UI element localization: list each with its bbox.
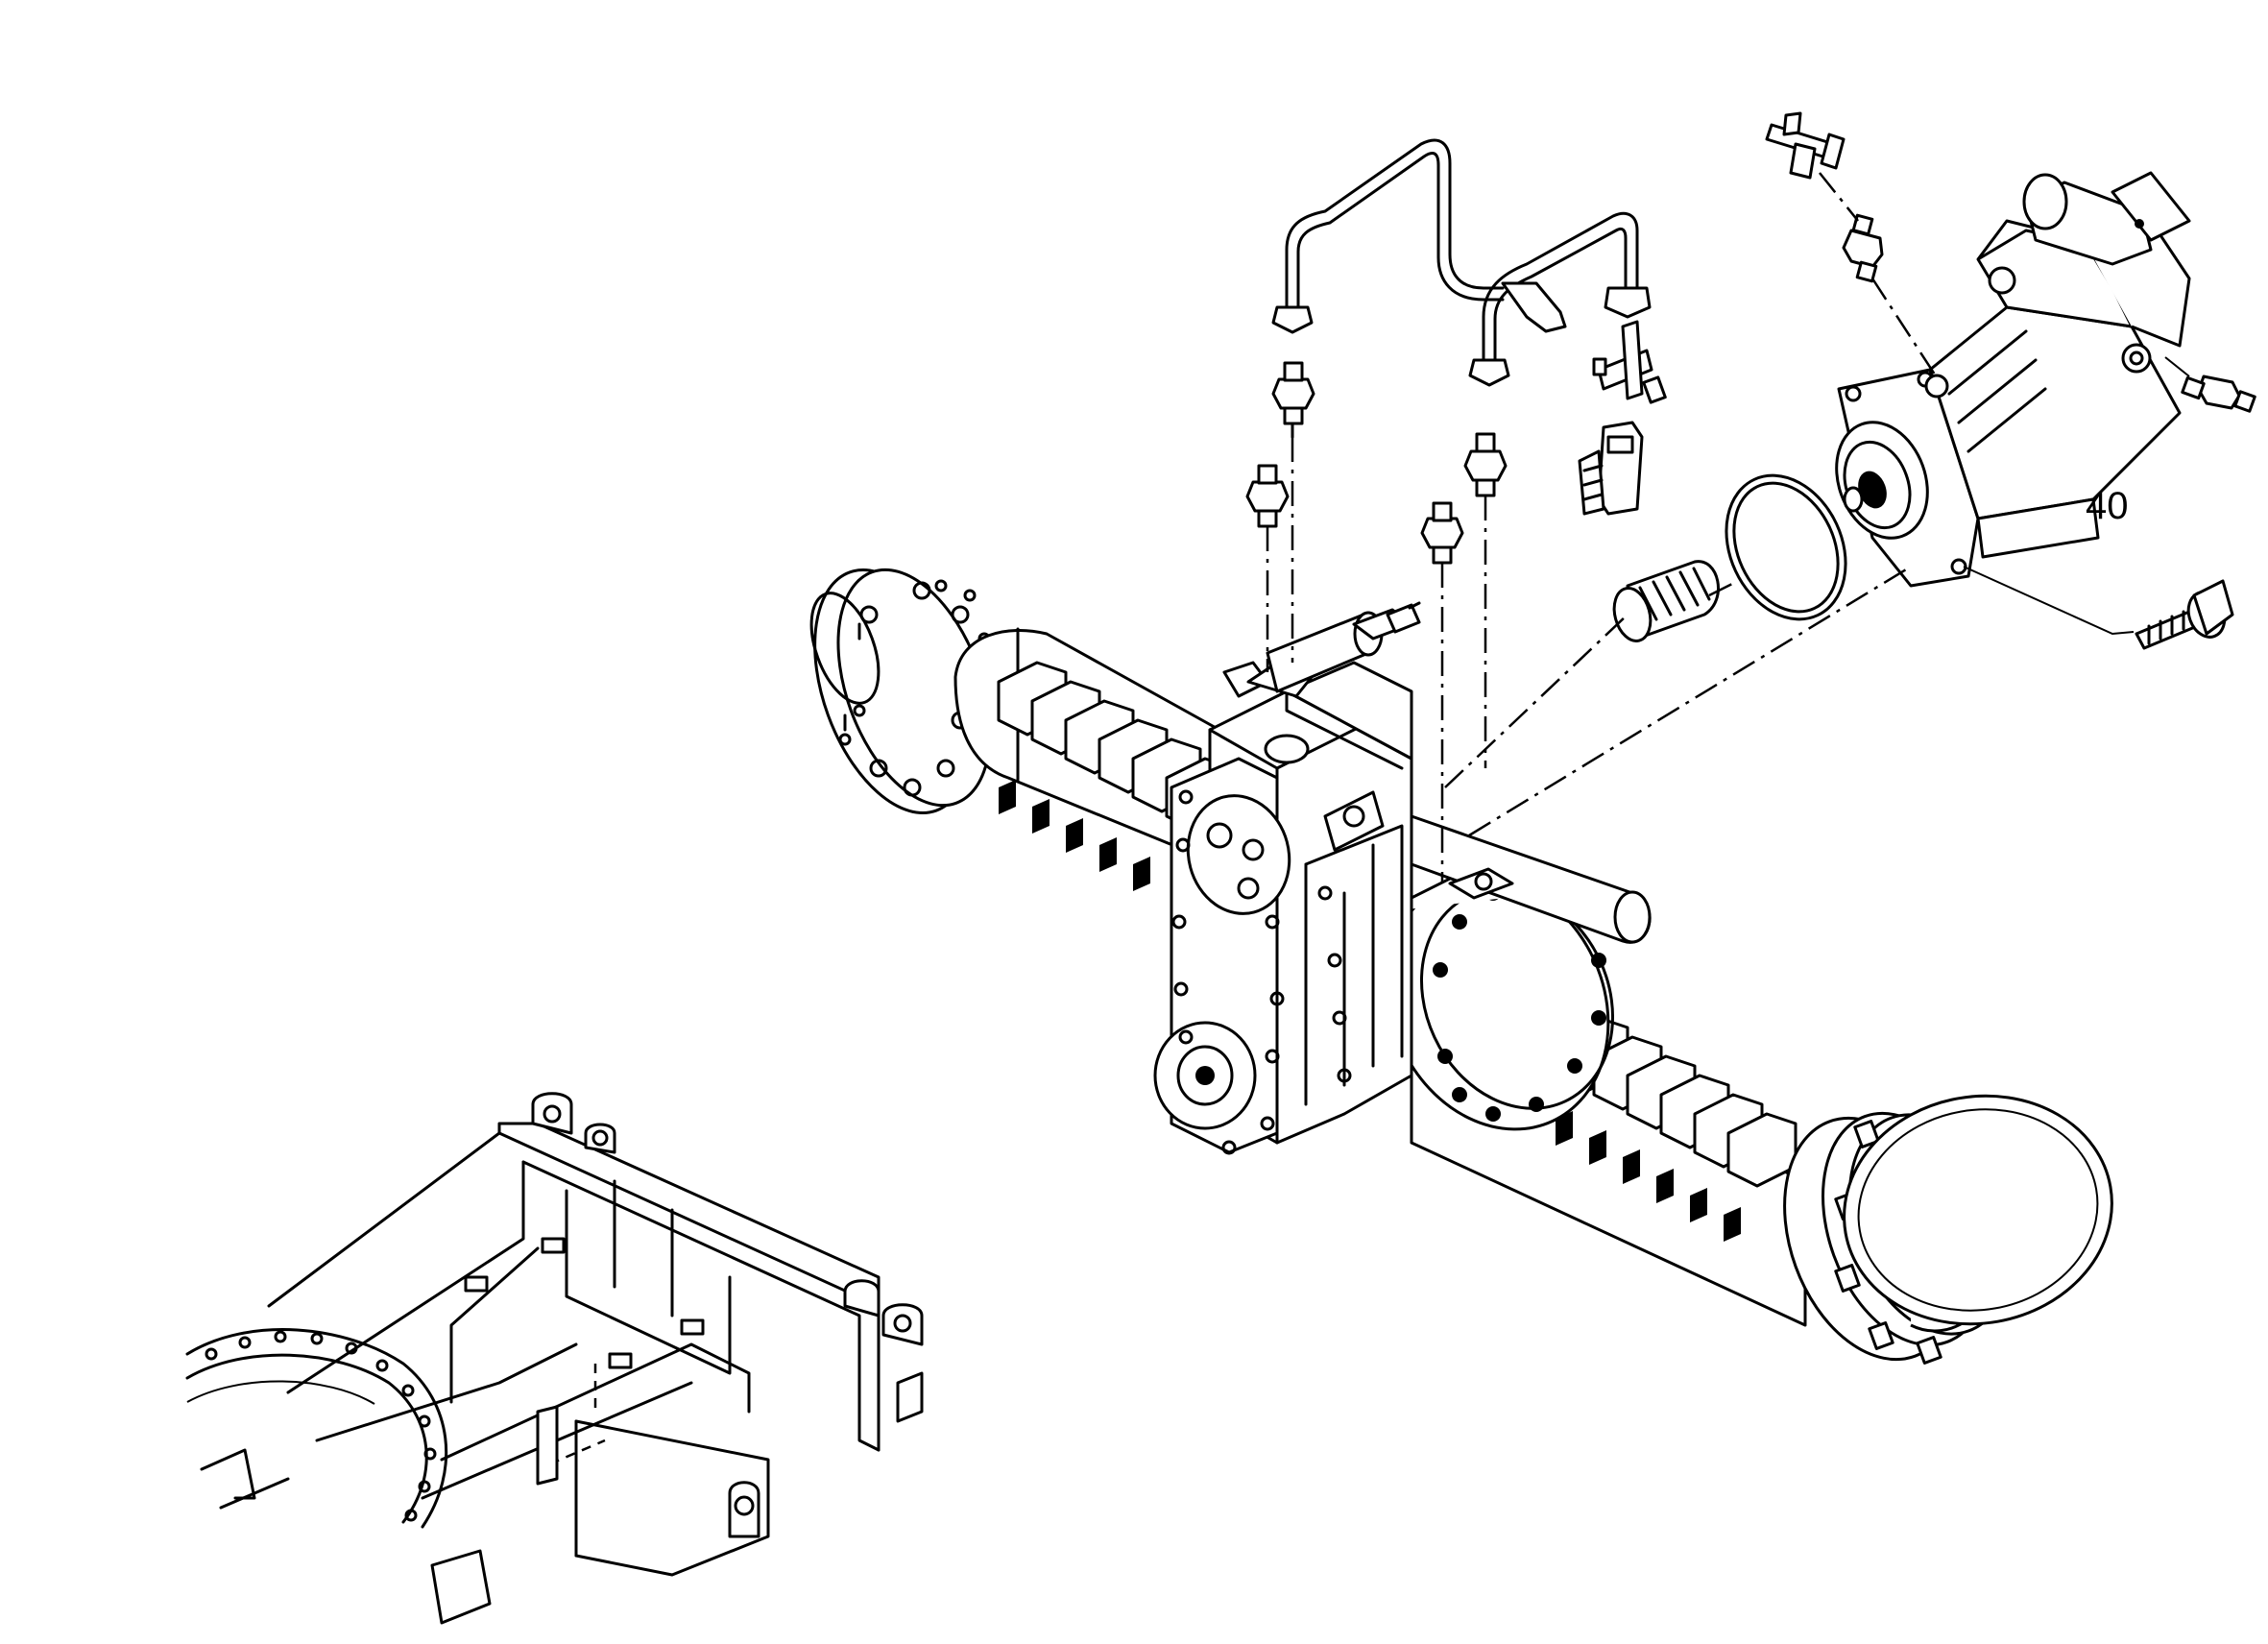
valve-cartridge	[1580, 423, 1642, 514]
chassis-frame	[187, 1094, 922, 1623]
tee-fitting	[1594, 322, 1665, 402]
union-fitting-3	[1465, 434, 1506, 496]
motor-bolt	[2136, 581, 2232, 648]
o-ring	[1703, 456, 1868, 639]
hydraulic-pipes	[1273, 140, 1650, 385]
drive-axle	[784, 548, 2130, 1384]
transfer-gearbox	[1155, 663, 1411, 1153]
motor-union-fitting	[1844, 215, 1882, 281]
wheel-cap	[1826, 1075, 2131, 1344]
hydraulic-motor	[1822, 173, 2189, 586]
spline-coupling	[1608, 562, 1718, 645]
differential-housing	[1347, 841, 1648, 1166]
union-fitting-1	[1273, 363, 1314, 437]
left-wheel-hub	[784, 548, 1019, 834]
motor-tee-fitting	[1767, 113, 1844, 178]
sensor-fitting	[1354, 603, 1419, 639]
union-fitting-2	[1247, 466, 1288, 526]
side-union-fitting	[2183, 376, 2255, 411]
union-fitting-4	[1422, 503, 1462, 563]
assembly-centerlines	[1267, 173, 2189, 883]
ring-bolt-holes	[206, 1332, 435, 1520]
callout-40: 40	[2086, 485, 2129, 527]
